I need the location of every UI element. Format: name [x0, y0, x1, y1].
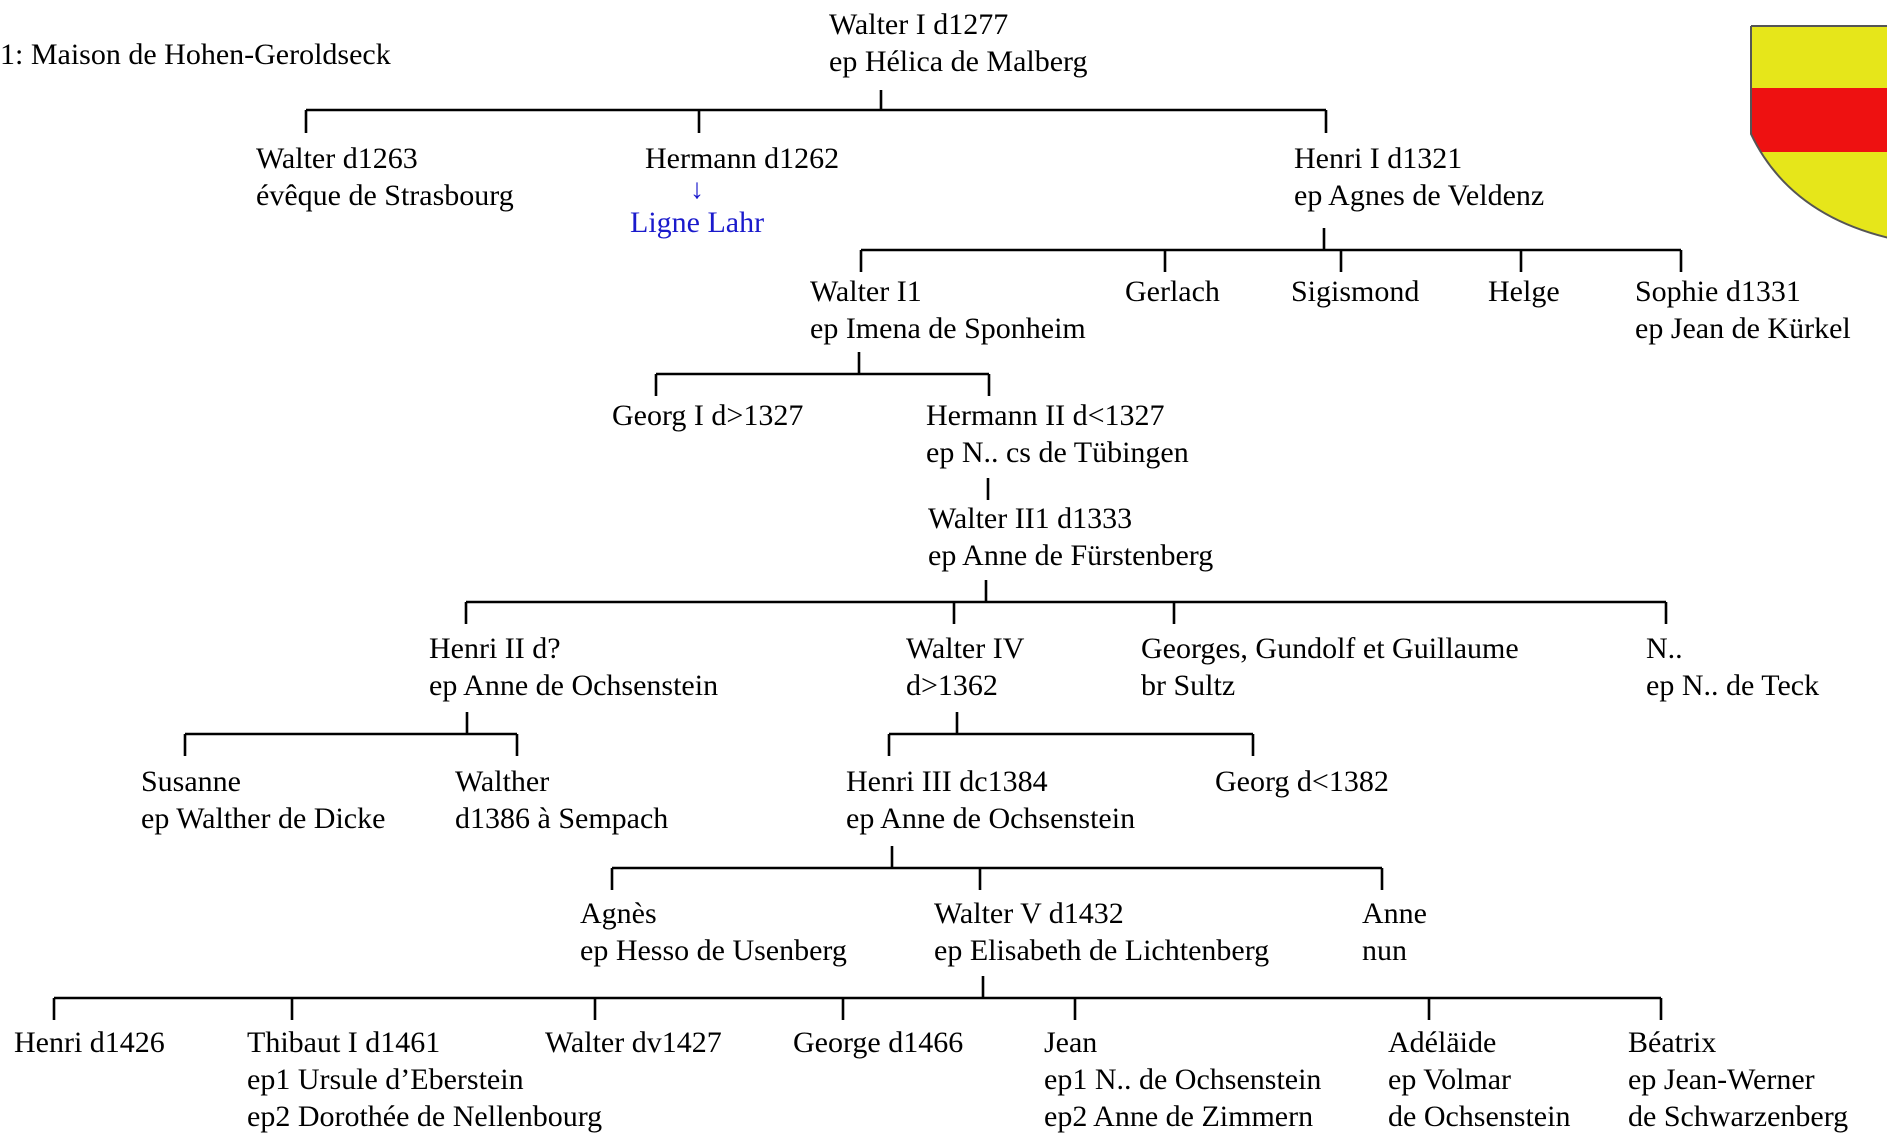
person-line: Helge	[1488, 275, 1560, 308]
person-line: ep Anne de Ochsenstein	[429, 669, 719, 702]
person-line: évêque de Strasbourg	[256, 179, 514, 212]
person-line: ep1 N.. de Ochsenstein	[1044, 1063, 1322, 1096]
person-gerlach: Gerlach	[1125, 273, 1220, 310]
person-line: ep2 Anne de Zimmern	[1044, 1100, 1314, 1133]
person-line: Agnès	[580, 897, 657, 930]
person-anne-nun: Anne nun	[1362, 895, 1427, 969]
person-line: Walter d1263	[256, 142, 418, 175]
down-arrow-icon: ↓	[690, 174, 704, 205]
person-helge: Helge	[1488, 273, 1560, 310]
ligne-lahr-link[interactable]: Ligne Lahr	[630, 206, 765, 239]
person-line: N..	[1646, 632, 1683, 665]
person-line: ep Anne de Fürstenberg	[928, 539, 1214, 572]
person-line: Walter II1 d1333	[928, 502, 1133, 535]
person-line: ep Hélica de Malberg	[829, 45, 1088, 78]
person-line: Susanne	[141, 765, 241, 798]
person-line: nun	[1362, 934, 1407, 967]
person-henri-1426: Henri d1426	[14, 1024, 165, 1061]
person-line: d>1362	[906, 669, 998, 702]
person-line: George d1466	[793, 1026, 964, 1059]
person-line: ep N.. de Teck	[1646, 669, 1820, 702]
person-thibaut-i: Thibaut I d1461 ep1 Ursule d’Eberstein ep2…	[247, 1024, 602, 1135]
person-line: ep Walther de Dicke	[141, 802, 386, 835]
person-adelaide: Adéläide ep Volmar de Ochsenstein	[1388, 1024, 1570, 1135]
person-line: Walther	[455, 765, 550, 798]
person-line: Gerlach	[1125, 275, 1220, 308]
person-line: Béatrix	[1628, 1026, 1717, 1059]
person-henri-i: Henri I d1321 ep Agnes de Veldenz	[1294, 140, 1544, 214]
person-line: Henri I d1321	[1294, 142, 1463, 175]
person-line: Hermann II d<1327	[926, 399, 1165, 432]
person-jean: Jean ep1 N.. de Ochsenstein ep2 Anne de Zi…	[1044, 1024, 1321, 1135]
person-line: Walter I d1277	[829, 8, 1009, 41]
person-line: Thibaut I d1461	[247, 1026, 441, 1059]
person-line: Walter V d1432	[934, 897, 1124, 930]
person-line: Henri III dc1384	[846, 765, 1048, 798]
person-george-1466: George d1466	[793, 1024, 963, 1061]
person-line: Georg d<1382	[1215, 765, 1389, 798]
person-line: Walter I1	[810, 275, 922, 308]
person-georg-1382: Georg d<1382	[1215, 763, 1389, 800]
person-line: ep Anne de Ochsenstein	[846, 802, 1136, 835]
person-walther-1386: Walther d1386 à Sempach	[455, 763, 668, 837]
person-line: Walter dv1427	[545, 1026, 722, 1059]
person-line: Henri d1426	[14, 1026, 165, 1059]
person-hermann-1262: Hermann d1262	[645, 140, 839, 177]
person-line: Sophie d1331	[1635, 275, 1801, 308]
person-sophie: Sophie d1331 ep Jean de Kürkel	[1635, 273, 1851, 347]
person-line: ep Agnes de Veldenz	[1294, 179, 1545, 212]
person-line: Georges, Gundolf et Guillaume	[1141, 632, 1519, 665]
person-line: ep Jean-Werner	[1628, 1063, 1815, 1096]
person-beatrix: Béatrix ep Jean-Werner de Schwarzenberg	[1628, 1024, 1848, 1135]
person-line: Walter IV	[906, 632, 1025, 665]
person-line: ep2 Dorothée de Nellenbourg	[247, 1100, 603, 1133]
person-line: Henri II d?	[429, 632, 561, 665]
person-line: d1386 à Sempach	[455, 802, 669, 835]
person-walter-iv: Walter IV d>1362	[906, 630, 1024, 704]
person-line: Georg I d>1327	[612, 399, 804, 432]
person-n-teck: N.. ep N.. de Teck	[1646, 630, 1819, 704]
person-walter-v: Walter V d1432 ep Elisabeth de Lichtenber…	[934, 895, 1269, 969]
person-georges-group: Georges, Gundolf et Guillaume br Sultz	[1141, 630, 1519, 704]
person-line: ep Elisabeth de Lichtenberg	[934, 934, 1270, 967]
person-sigismond: Sigismond	[1291, 273, 1419, 310]
person-line: ep Imena de Sponheim	[810, 312, 1086, 345]
person-walter-1427: Walter dv1427	[545, 1024, 722, 1061]
person-line: ep Volmar	[1388, 1063, 1512, 1096]
person-henri-ii: Henri II d? ep Anne de Ochsenstein	[429, 630, 718, 704]
person-line: Jean	[1044, 1026, 1098, 1059]
person-line: br Sultz	[1141, 669, 1236, 702]
person-georg-i: Georg I d>1327	[612, 397, 803, 434]
person-line: de Ochsenstein	[1388, 1100, 1571, 1133]
person-line: Hermann d1262	[645, 142, 840, 175]
person-line: Sigismond	[1291, 275, 1420, 308]
person-henri-iii: Henri III dc1384 ep Anne de Ochsenstein	[846, 763, 1135, 837]
coat-of-arms-icon	[1750, 25, 1887, 239]
person-agnes: Agnès ep Hesso de Usenberg	[580, 895, 847, 969]
person-hermann-ii: Hermann II d<1327 ep N.. cs de Tübingen	[926, 397, 1189, 471]
person-walter-i: Walter I d1277 ep Hélica de Malberg	[829, 6, 1088, 80]
person-walter-1263: Walter d1263 évêque de Strasbourg	[256, 140, 514, 214]
chart-title: 1: Maison de Hohen-Geroldseck	[0, 38, 391, 71]
person-line: ep N.. cs de Tübingen	[926, 436, 1189, 469]
person-line: ep Jean de Kürkel	[1635, 312, 1851, 345]
person-susanne: Susanne ep Walther de Dicke	[141, 763, 385, 837]
person-line: Anne	[1362, 897, 1427, 930]
person-walter-i1: Walter I1 ep Imena de Sponheim	[810, 273, 1086, 347]
person-line: de Schwarzenberg	[1628, 1100, 1849, 1133]
person-line: Adéläide	[1388, 1026, 1497, 1059]
person-line: ep1 Ursule d’Eberstein	[247, 1063, 524, 1096]
person-line: ep Hesso de Usenberg	[580, 934, 847, 967]
person-walter-ii1: Walter II1 d1333 ep Anne de Fürstenberg	[928, 500, 1213, 574]
